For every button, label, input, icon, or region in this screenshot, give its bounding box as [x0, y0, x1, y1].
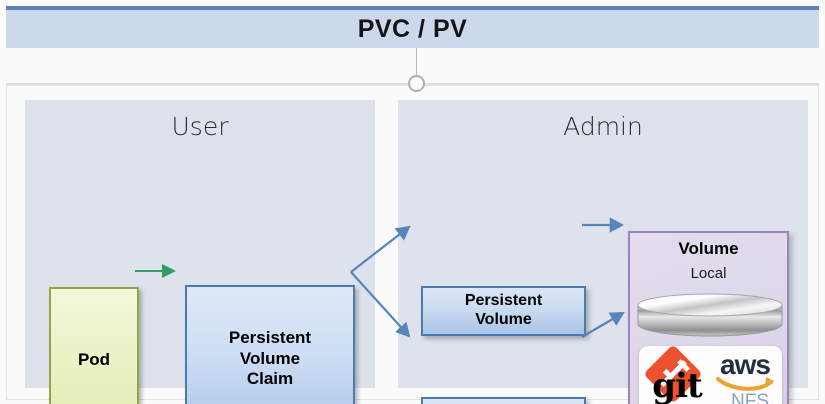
circle-connector-icon: [408, 75, 425, 92]
node-persistent-volume-claim[interactable]: Persistent Volume Claim: [185, 285, 355, 404]
node-pv-top-line2: Volume: [475, 311, 532, 328]
node-pv-top-label: Persistent Volume: [465, 292, 542, 330]
node-pvc-line2: Volume: [239, 348, 301, 368]
diagram-title-bar: PVC / PV: [6, 6, 819, 48]
node-pod[interactable]: Pod: [49, 287, 139, 404]
nfs-logo-label: NFS: [731, 391, 769, 404]
diagram-frame: User Admin Pod Persistent Volume Claim P…: [6, 85, 819, 404]
node-pvc-label: Persistent Volume Claim: [229, 328, 311, 390]
panel-user-title: User: [171, 112, 229, 141]
node-pvc-line3: Claim: [246, 369, 294, 389]
git-logo-icon: git: [643, 346, 711, 404]
connector-line: [416, 48, 417, 75]
node-pv-top-line1: Persistent: [464, 292, 543, 310]
node-volume-subtitle: Local: [690, 265, 727, 282]
node-persistent-volume-top[interactable]: Persistent Volume: [421, 286, 586, 336]
page-title: PVC / PV: [357, 14, 468, 43]
storage-providers-card: git aws NFS ISCSI: [639, 346, 782, 404]
aws-logo-icon: aws: [710, 351, 780, 397]
node-volume-heading: Volume: [678, 239, 739, 258]
aws-logo-label: aws: [720, 349, 771, 380]
git-logo-label: git: [652, 366, 702, 404]
node-pod-label: Pod: [77, 350, 111, 369]
aws-smile-arrow-icon: [716, 377, 774, 391]
node-persistent-volume-bottom[interactable]: Persistent Volume: [421, 397, 586, 404]
storage-cylinder-icon: [637, 293, 783, 337]
node-pvc-line1: Persistent: [228, 327, 312, 347]
node-volume[interactable]: Volume Local: [628, 231, 789, 404]
panel-admin-title: Admin: [563, 112, 643, 141]
